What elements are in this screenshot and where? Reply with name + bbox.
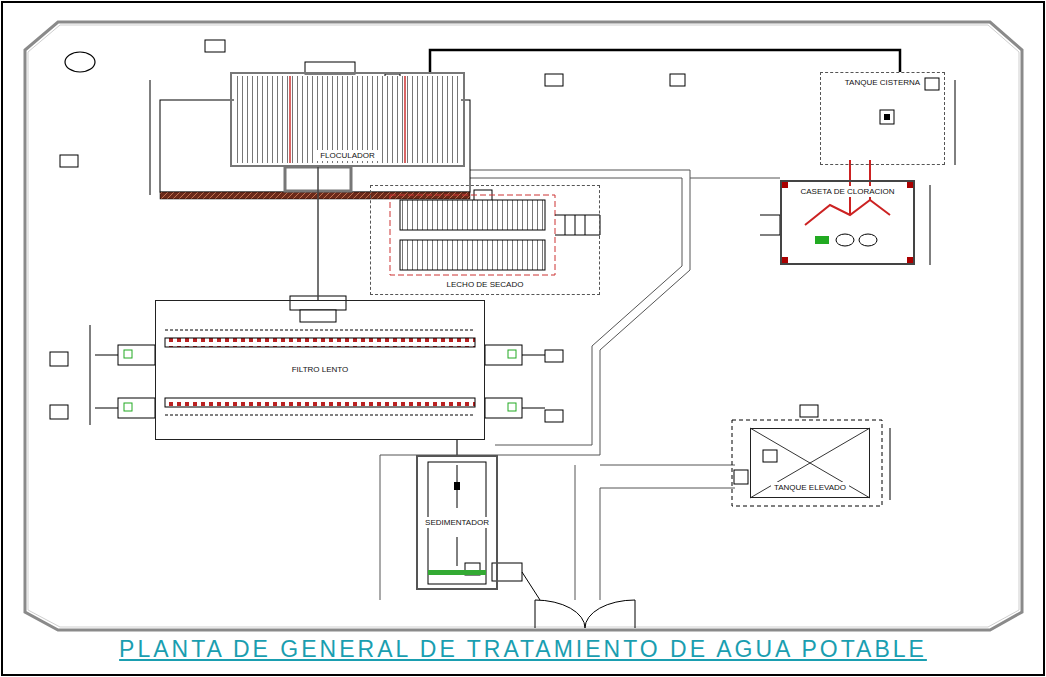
pipe xyxy=(522,355,545,356)
underdrain xyxy=(165,398,475,407)
structure-label: CASETA DE CLORACION xyxy=(797,186,897,197)
site-fence-inner xyxy=(28,25,1019,627)
hatch-cover xyxy=(880,110,894,124)
pad xyxy=(670,74,685,86)
structure-label: TANQUE ELEVADO xyxy=(771,482,849,493)
filter-chamber xyxy=(118,398,155,418)
pad xyxy=(545,350,563,362)
road-edge xyxy=(600,488,735,489)
stair xyxy=(760,215,780,235)
road-edge xyxy=(575,465,576,600)
weir xyxy=(428,570,486,575)
title-bar: PLANTA DE GENERAL DE TRATAMIENTO DE AGUA… xyxy=(0,636,1046,663)
filter-chamber xyxy=(485,345,522,365)
pipe xyxy=(95,408,118,409)
well-symbol xyxy=(65,52,95,72)
valve xyxy=(508,403,516,411)
pad xyxy=(545,410,563,422)
road-edge xyxy=(380,170,690,455)
filter-chamber xyxy=(118,345,155,365)
stair-step xyxy=(575,215,576,235)
valve xyxy=(124,403,132,411)
drying-panel xyxy=(400,200,545,230)
main-pipe-connector xyxy=(430,50,900,72)
storage-tank: TANQUE CISTERNA xyxy=(820,72,945,165)
gate-leaf xyxy=(535,600,585,628)
baffle-wall xyxy=(404,76,406,163)
pad xyxy=(545,74,563,86)
road-edge xyxy=(690,178,780,179)
road-edge xyxy=(600,488,601,600)
pipe xyxy=(522,572,540,600)
filter-inlet xyxy=(300,310,336,322)
gate-leaf xyxy=(585,600,635,628)
structure-label: FILTRO LENTO xyxy=(289,364,352,375)
pipe-connector xyxy=(317,167,319,300)
baffle-wall xyxy=(289,76,291,163)
floculador-baffles xyxy=(234,76,461,163)
elevated-tank-footprint xyxy=(732,420,882,506)
settler-unit: SEDIMENTADOR xyxy=(416,455,498,590)
dimension-line xyxy=(955,80,956,165)
pipe xyxy=(522,408,545,409)
filter-unit: FILTRO LENTO xyxy=(155,300,485,440)
pad xyxy=(205,40,225,52)
plan-title: PLANTA DE GENERAL DE TRATAMIENTO DE AGUA… xyxy=(119,636,927,662)
hatch-cover xyxy=(884,114,890,120)
chlorine-cylinder xyxy=(859,234,877,246)
site-fence xyxy=(25,22,1022,630)
dimension-line xyxy=(890,428,891,500)
dimension-line xyxy=(150,80,151,195)
valve xyxy=(508,350,516,358)
dimension-line xyxy=(930,185,931,265)
drying-wall xyxy=(390,195,555,275)
vent xyxy=(925,78,939,90)
dosing-pump xyxy=(815,236,829,244)
underdrain xyxy=(165,338,475,347)
stair xyxy=(555,215,600,235)
pad xyxy=(800,405,818,417)
pipe xyxy=(95,355,118,356)
hatch-cover xyxy=(763,450,777,462)
stair-step xyxy=(565,215,566,235)
chlorine-pipe xyxy=(805,200,890,225)
tank-diagonal xyxy=(750,428,870,498)
drying-panel xyxy=(400,240,545,270)
chlorine-cylinder xyxy=(836,234,854,246)
flocculator-unit: FLOCULADOR xyxy=(230,72,465,167)
structure-label: FLOCULADOR xyxy=(317,150,378,161)
structure-label: LECHO DE SECADO xyxy=(444,279,527,290)
pad xyxy=(50,405,68,419)
pad xyxy=(50,352,68,366)
settler-axis xyxy=(457,537,458,566)
chlorination-house: CASETA DE CLORACION xyxy=(780,180,915,265)
filter-chamber xyxy=(485,398,522,418)
drying-bed: LECHO DE SECADO xyxy=(370,185,600,295)
hatched-wall xyxy=(160,192,470,199)
valve xyxy=(124,350,132,358)
pad xyxy=(60,155,78,167)
structure-label: TANQUE CISTERNA xyxy=(842,77,923,88)
filter-wall xyxy=(165,330,475,331)
pipe-connector xyxy=(456,440,458,455)
road-edge xyxy=(380,455,381,600)
dimension-line xyxy=(90,325,91,425)
stair-step xyxy=(585,215,586,235)
valve-box xyxy=(734,470,748,484)
elevated-tank: TANQUE ELEVADO xyxy=(750,428,870,498)
structure-label: SEDIMENTADOR xyxy=(422,517,492,528)
road-edge xyxy=(600,465,735,466)
tank-diagonal xyxy=(750,428,870,498)
settler-gate xyxy=(454,482,460,490)
filter-wall xyxy=(165,415,475,416)
